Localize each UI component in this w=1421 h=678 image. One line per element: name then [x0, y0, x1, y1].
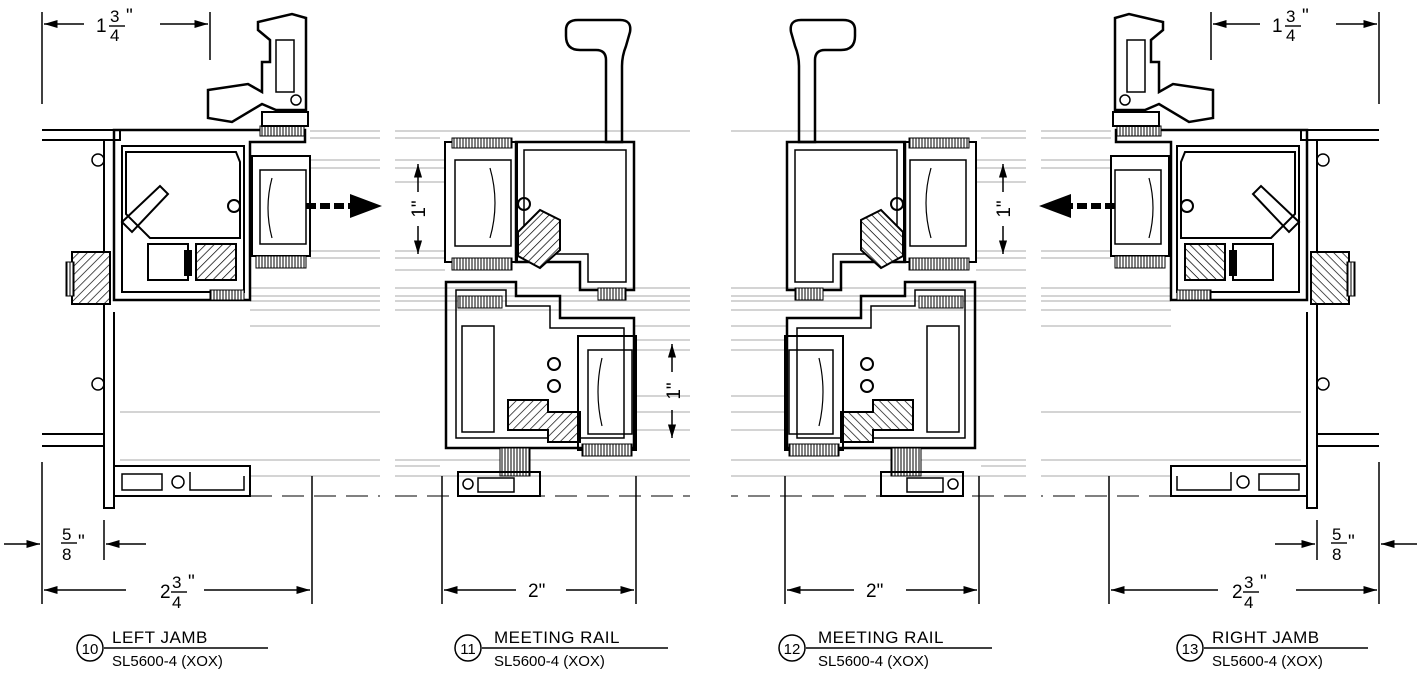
dim-left-top-den: 4	[110, 26, 119, 45]
dim-right-bottom-den: 4	[1244, 593, 1253, 612]
dim-right-small-num: 5	[1332, 525, 1341, 544]
dim-right-bottom-whole: 2	[1232, 582, 1243, 603]
detail-number-10: 10	[82, 641, 99, 658]
caption-10: 10 LEFT JAMB SL5600-4 (XOX)	[76, 628, 268, 670]
detail-number-13: 13	[1182, 641, 1199, 658]
rail-dimensions	[413, 164, 1008, 604]
detail-subtitle-11: SL5600-4 (XOX)	[494, 653, 605, 670]
detail-title-13: RIGHT JAMB	[1212, 628, 1320, 647]
svg-text:": "	[1348, 532, 1355, 553]
left-jamb-section	[42, 14, 382, 508]
dim-left-small-num: 5	[62, 525, 71, 544]
meeting-rail-section-left	[393, 18, 692, 498]
detail-subtitle-13: SL5600-4 (XOX)	[1212, 653, 1323, 670]
dim-rail-right-width: 2"	[866, 581, 883, 602]
dim-right-bottom-num: 3	[1244, 573, 1253, 592]
detail-subtitle-10: SL5600-4 (XOX)	[112, 653, 223, 670]
svg-text:": "	[188, 572, 195, 593]
detail-number-12: 12	[784, 641, 801, 658]
dim-glass-11: 1"	[409, 200, 430, 217]
right-jamb-section	[1039, 14, 1379, 508]
svg-text:": "	[78, 532, 85, 553]
dim-glass-12: 1"	[994, 200, 1015, 217]
dim-left-bottom-whole: 2	[160, 582, 171, 603]
detail-title-10: LEFT JAMB	[112, 628, 208, 647]
caption-13: 13 RIGHT JAMB SL5600-4 (XOX)	[1176, 628, 1368, 670]
dim-left-bottom-den: 4	[172, 593, 181, 612]
caption-12: 12 MEETING RAIL SL5600-4 (XOX)	[778, 628, 992, 670]
meeting-rail-section-right	[729, 18, 1028, 498]
right-jamb-dimensions	[1108, 12, 1417, 604]
svg-text:": "	[1260, 572, 1267, 593]
dim-right-small-den: 8	[1332, 545, 1341, 564]
detail-title-11: MEETING RAIL	[494, 628, 620, 647]
dim-left-small-den: 8	[62, 545, 71, 564]
detail-title-12: MEETING RAIL	[818, 628, 944, 647]
dim-glass-11-lower: 1"	[664, 382, 685, 399]
caption-11: 11 MEETING RAIL SL5600-4 (XOX)	[454, 628, 668, 670]
dim-right-top-whole: 1	[1272, 16, 1283, 37]
dim-rail-left-width: 2"	[528, 581, 545, 602]
svg-text:": "	[1302, 6, 1309, 27]
dimension-labels: 1 3 4 " 5 8 " 2 3 4 " 1 3 4 " 5 8 " 2 3 …	[61, 6, 1355, 612]
left-jamb-dimensions	[4, 12, 313, 604]
svg-text:": "	[126, 6, 133, 27]
dim-right-top-den: 4	[1286, 26, 1295, 45]
dim-left-bottom-num: 3	[172, 573, 181, 592]
detail-subtitle-12: SL5600-4 (XOX)	[818, 653, 929, 670]
dim-right-top-num: 3	[1286, 7, 1295, 26]
dim-left-top-num: 3	[110, 7, 119, 26]
dim-left-top-whole: 1	[96, 16, 107, 37]
detail-number-11: 11	[460, 641, 476, 658]
